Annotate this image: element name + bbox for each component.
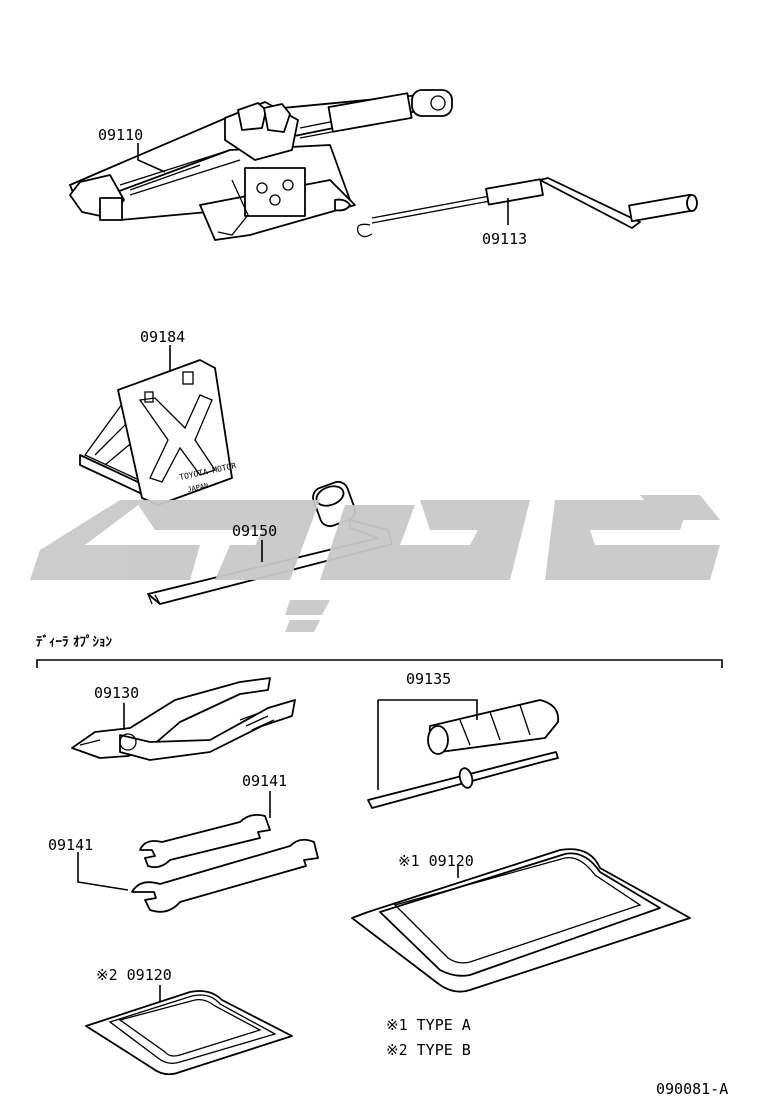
label-spanner-upper: 09141 (242, 772, 287, 790)
watermark-logo (30, 495, 720, 632)
scissor-jack (69, 89, 453, 241)
label-jack: 09110 (98, 126, 143, 144)
note-type-b: ※2 TYPE B (386, 1041, 471, 1059)
spanner-lower (131, 838, 319, 913)
diagram-code: 090081-A (656, 1080, 728, 1098)
label-pliers: 09130 (94, 684, 139, 702)
label-tool-bag-a: ※1 09120 (398, 852, 474, 870)
spanner-upper (139, 813, 271, 869)
note-type-a: ※1 TYPE A (386, 1016, 471, 1034)
label-wheel-chock: 09184 (140, 328, 185, 346)
tool-bag-type-b (85, 990, 293, 1076)
leader-lines (77, 143, 509, 1002)
label-tool-bag-b: ※2 09120 (96, 966, 172, 984)
wheel-chock: TOYOTA MOTOR JAPAN (79, 359, 237, 506)
label-screwdriver: 09135 (406, 670, 451, 688)
label-jack-handle: 09113 (482, 230, 527, 248)
label-spanner-lower: 09141 (48, 836, 93, 854)
jack-handle (356, 177, 698, 238)
screwdriver (367, 699, 560, 809)
tool-bag-type-a (351, 848, 691, 993)
section-title-dealer-option: ﾃﾞｨｰﾗ ｵﾌﾟｼｮﾝ (36, 634, 113, 650)
label-lug-wrench: 09150 (232, 522, 277, 540)
pliers (71, 677, 296, 761)
